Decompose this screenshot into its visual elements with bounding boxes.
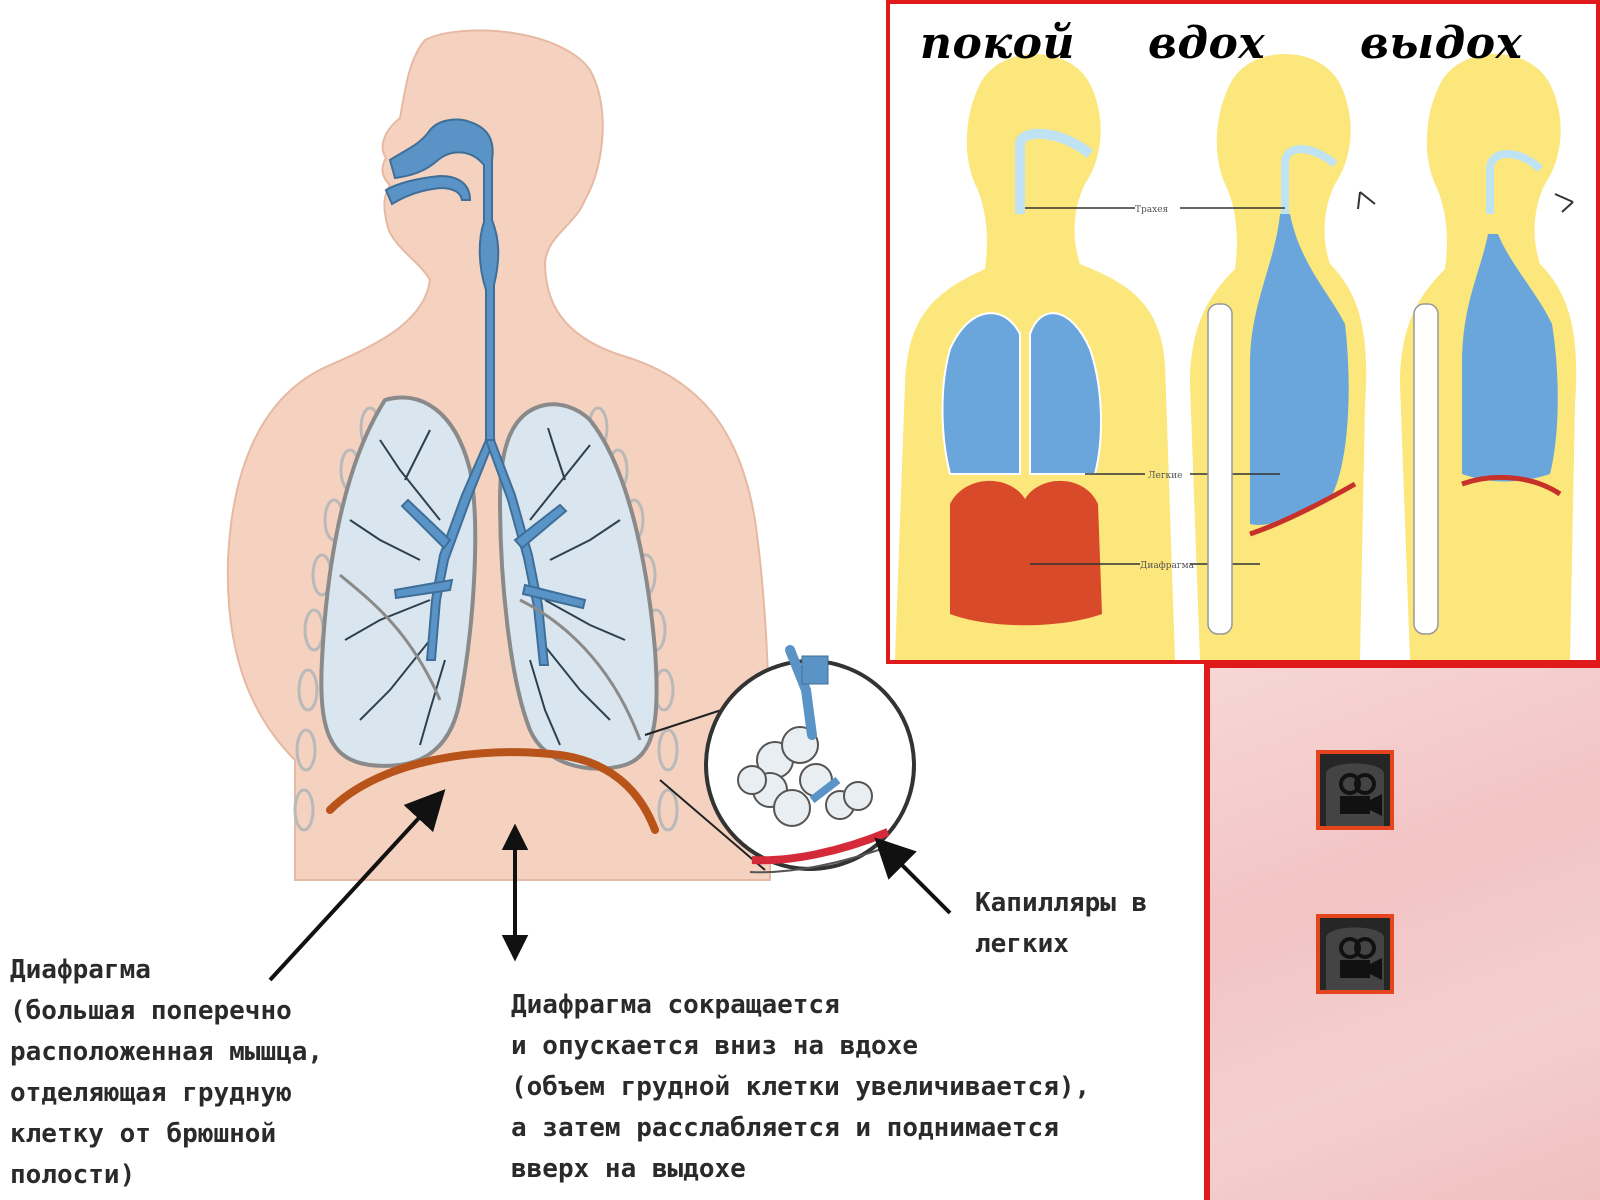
pleura-lines bbox=[339, 573, 642, 741]
exhale-figure bbox=[1400, 54, 1577, 660]
video-button-1[interactable] bbox=[1316, 750, 1394, 830]
video-button-2[interactable] bbox=[1316, 914, 1394, 994]
spine-columns bbox=[1207, 303, 1439, 635]
right-lung bbox=[497, 402, 659, 771]
breathing-phases-inset: Трахея Легкие Диафрагма покой вдох выдох bbox=[886, 0, 1600, 664]
diaphragm-small-label: Диафрагма bbox=[1140, 561, 1195, 571]
phase-title-inhale: вдох bbox=[1148, 18, 1266, 69]
bronchiole-branches bbox=[344, 427, 626, 746]
diaphragm-movement-label: Диафрагма сокращается и опускается вниз … bbox=[511, 990, 1091, 1184]
airway bbox=[384, 118, 587, 666]
video-camera-icon bbox=[1326, 927, 1384, 990]
rest-figure bbox=[895, 54, 1175, 660]
left-lung bbox=[319, 395, 478, 768]
capillaries-label: Капилляры в легких bbox=[975, 888, 1148, 959]
diaphragm-label: Диафрагма (большая поперечно расположенн… bbox=[10, 955, 324, 1190]
lungs-label: Легкие bbox=[1148, 471, 1183, 481]
diaphragm-curve bbox=[326, 748, 659, 834]
phase-title-rest: покой bbox=[920, 18, 1075, 69]
breathing-phases-illustration: Трахея Легкие Диафрагма bbox=[895, 54, 1577, 660]
trachea-label: Трахея bbox=[1135, 205, 1169, 215]
alveoli-magnified-circle bbox=[644, 645, 916, 874]
phase-title-exhale: выдох bbox=[1360, 18, 1523, 69]
up-down-arrow bbox=[501, 823, 529, 962]
diaphragm-pointer-arrow bbox=[268, 789, 446, 982]
video-panel bbox=[1204, 664, 1600, 1200]
inhale-figure bbox=[1180, 54, 1376, 660]
video-camera-icon bbox=[1326, 763, 1384, 826]
capillaries-pointer-arrow bbox=[874, 837, 952, 915]
